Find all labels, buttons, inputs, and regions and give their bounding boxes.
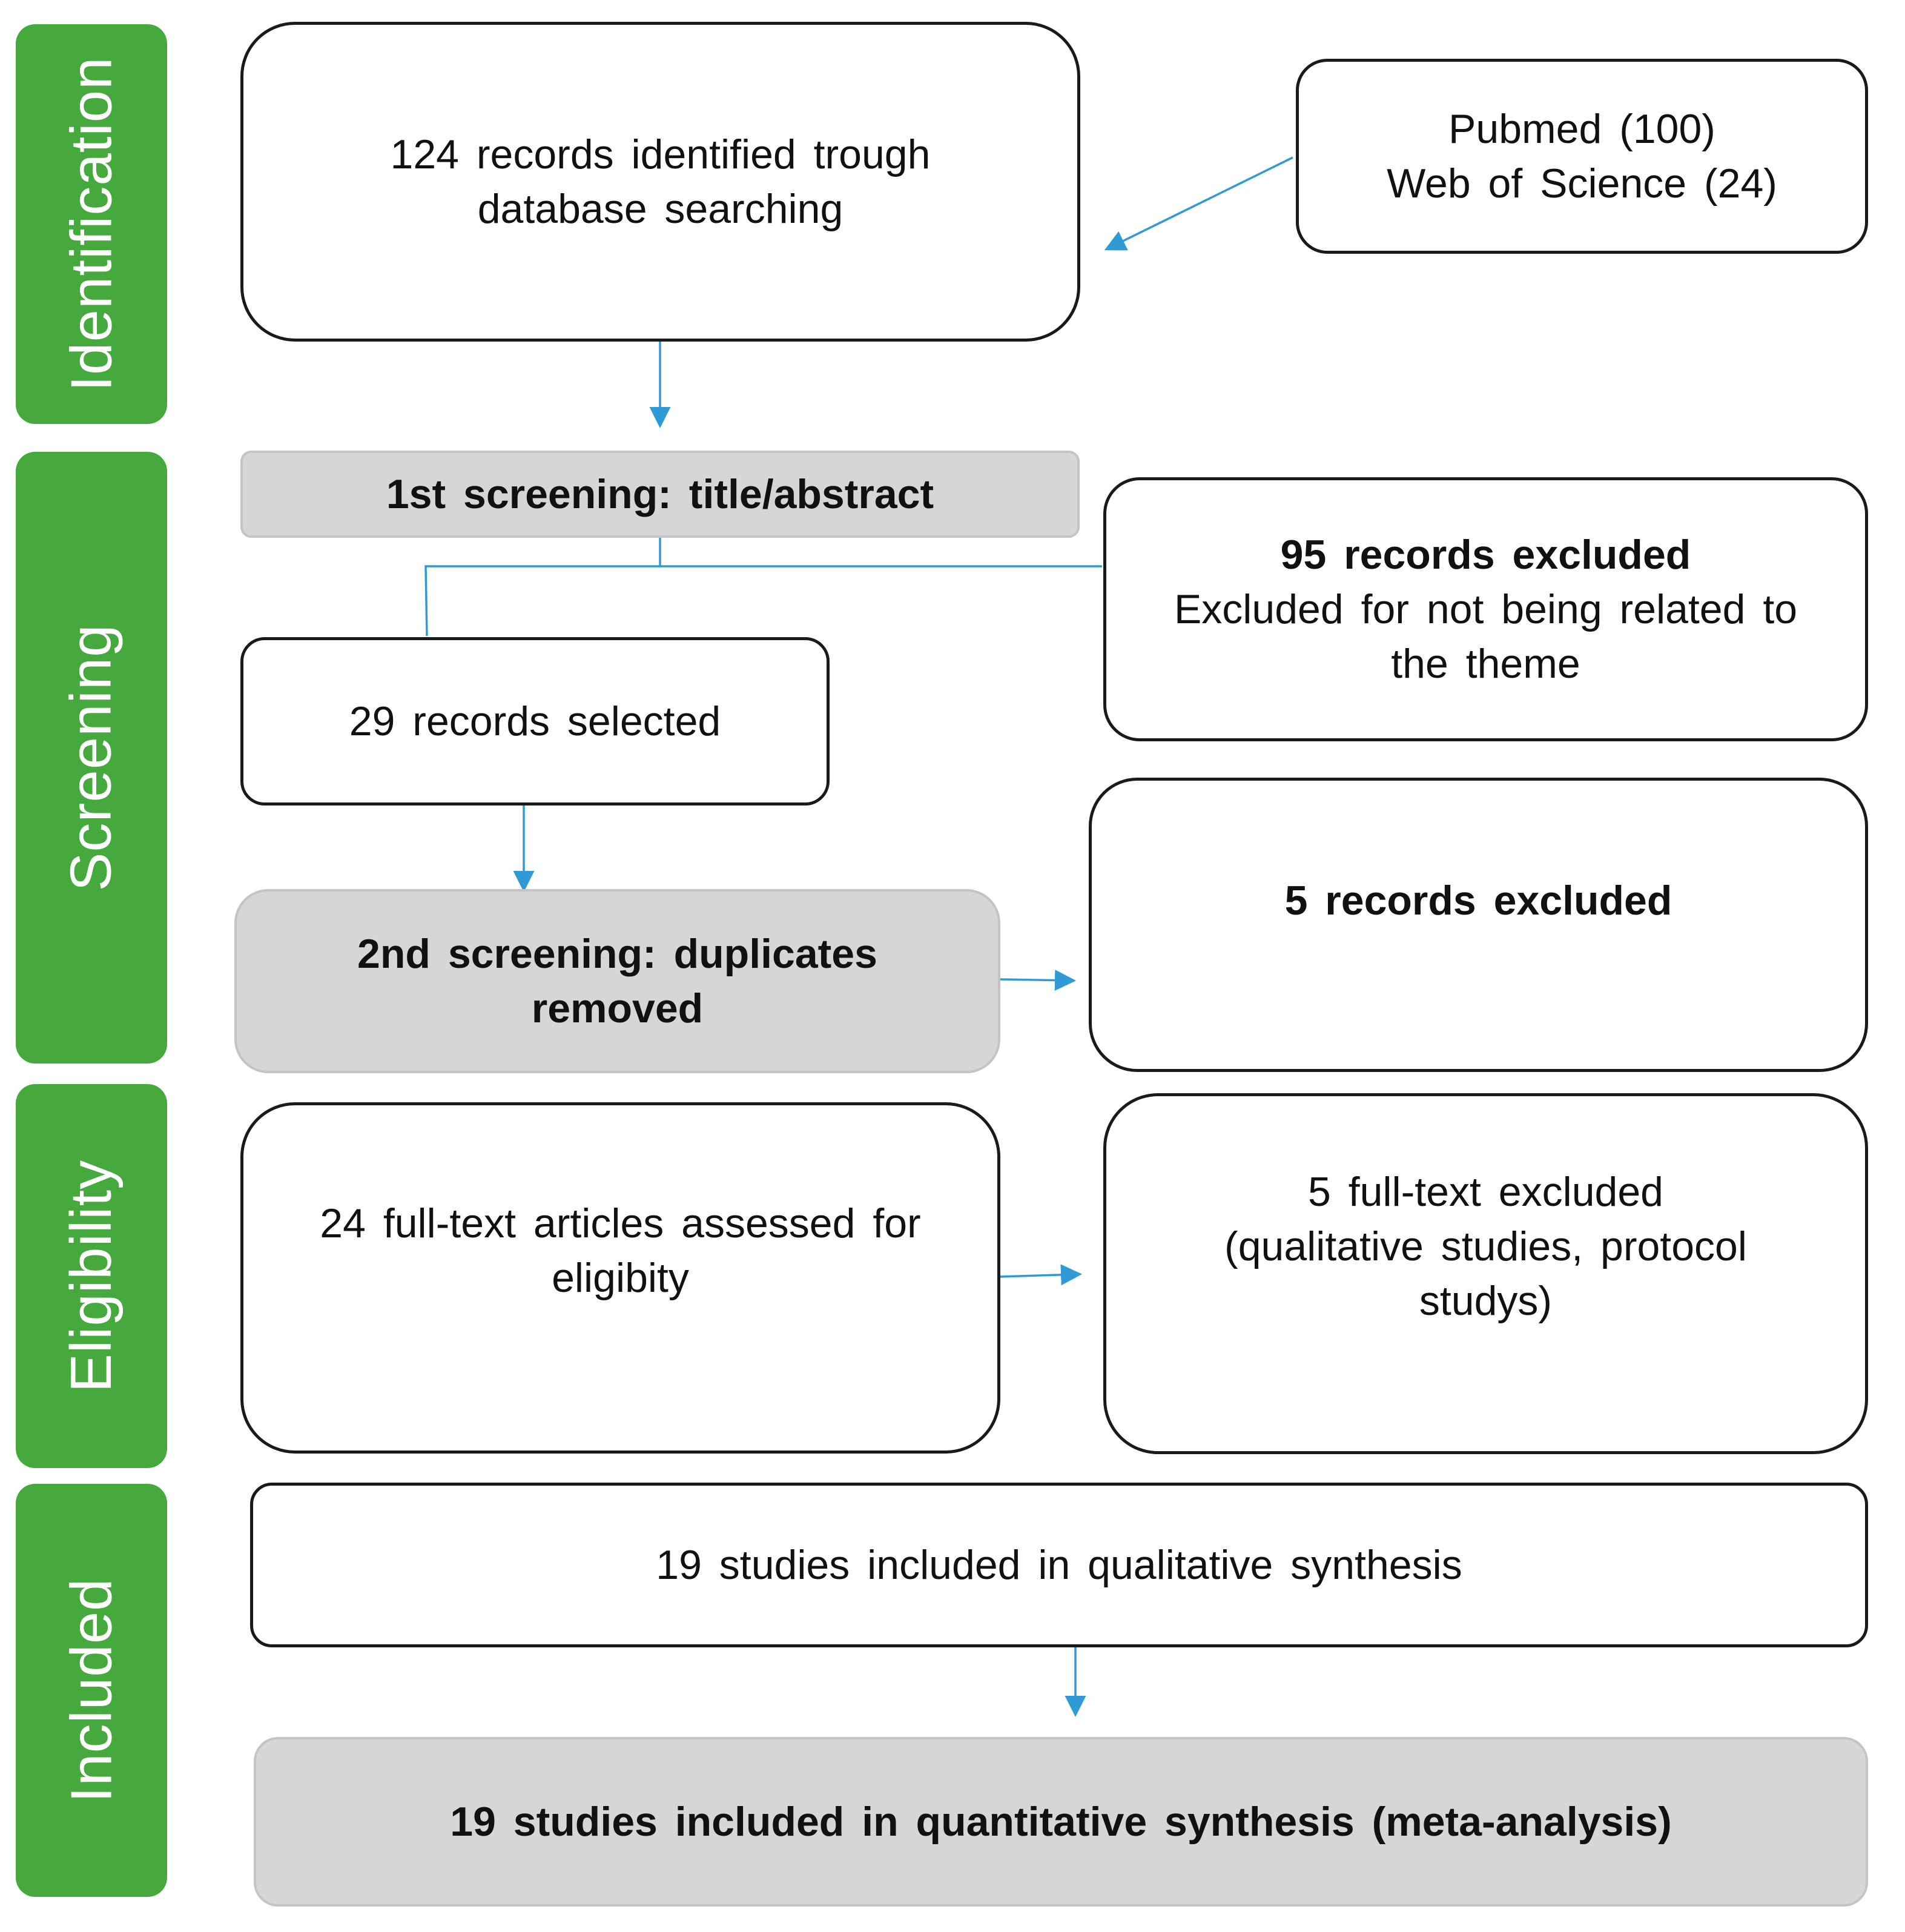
arrow-sources-to-identified xyxy=(1104,156,1293,251)
full-text-assessed-text: 24 full-text articles assessed for eligi… xyxy=(320,1200,921,1301)
stage-included: Included xyxy=(16,1484,167,1897)
identified-records-box: 124 records identified trough database s… xyxy=(240,22,1080,342)
sources-line-pubmed: Pubmed (100) xyxy=(1448,106,1715,152)
connector-to-selected xyxy=(424,565,660,637)
stage-identification: Identification xyxy=(16,24,167,424)
arrow-second-screening-to-excluded xyxy=(999,970,1076,991)
excluded-95-reason: Excluded for not being related to the th… xyxy=(1174,586,1798,687)
quantitative-synthesis-box: 19 studies included in quantitative synt… xyxy=(254,1737,1868,1907)
identified-records-text: 124 records identified trough database s… xyxy=(390,131,931,232)
sources-line-wos: Web of Science (24) xyxy=(1387,160,1777,207)
full-text-excluded-line1: 5 full-text excluded xyxy=(1308,1169,1663,1215)
first-screening-box: 1st screening: title/abstract xyxy=(240,451,1080,538)
qualitative-synthesis-text: 19 studies included in qualitative synth… xyxy=(656,1542,1462,1588)
stage-screening: Screening xyxy=(16,452,167,1064)
qualitative-synthesis-box: 19 studies included in qualitative synth… xyxy=(250,1483,1868,1647)
connector-first-screening-split xyxy=(659,537,1102,567)
second-screening-text: 2nd screening: duplicates removed xyxy=(357,931,877,1031)
full-text-excluded-box: 5 full-text excluded (qualitative studie… xyxy=(1103,1093,1868,1454)
sources-box: Pubmed (100) Web of Science (24) xyxy=(1296,59,1868,254)
selected-records-box: 29 records selected xyxy=(240,637,830,806)
quantitative-synthesis-text: 19 studies included in quantitative synt… xyxy=(450,1799,1672,1845)
selected-records-text: 29 records selected xyxy=(349,698,721,744)
excluded-95-box: 95 records excluded Excluded for not bei… xyxy=(1103,477,1868,741)
excluded-5-text: 5 records excluded xyxy=(1284,878,1672,924)
second-screening-box: 2nd screening: duplicates removed xyxy=(234,889,1000,1073)
first-screening-text: 1st screening: title/abstract xyxy=(386,471,934,517)
full-text-assessed-box: 24 full-text articles assessed for eligi… xyxy=(240,1102,1000,1454)
excluded-95-title: 95 records excluded xyxy=(1280,532,1691,578)
arrow-assessed-to-full-text-excluded xyxy=(999,1264,1082,1286)
stage-eligibility: Eligibility xyxy=(16,1084,167,1468)
full-text-excluded-line2: (qualitative studies, protocol studys) xyxy=(1224,1223,1747,1324)
excluded-5-box: 5 records excluded xyxy=(1089,778,1868,1072)
